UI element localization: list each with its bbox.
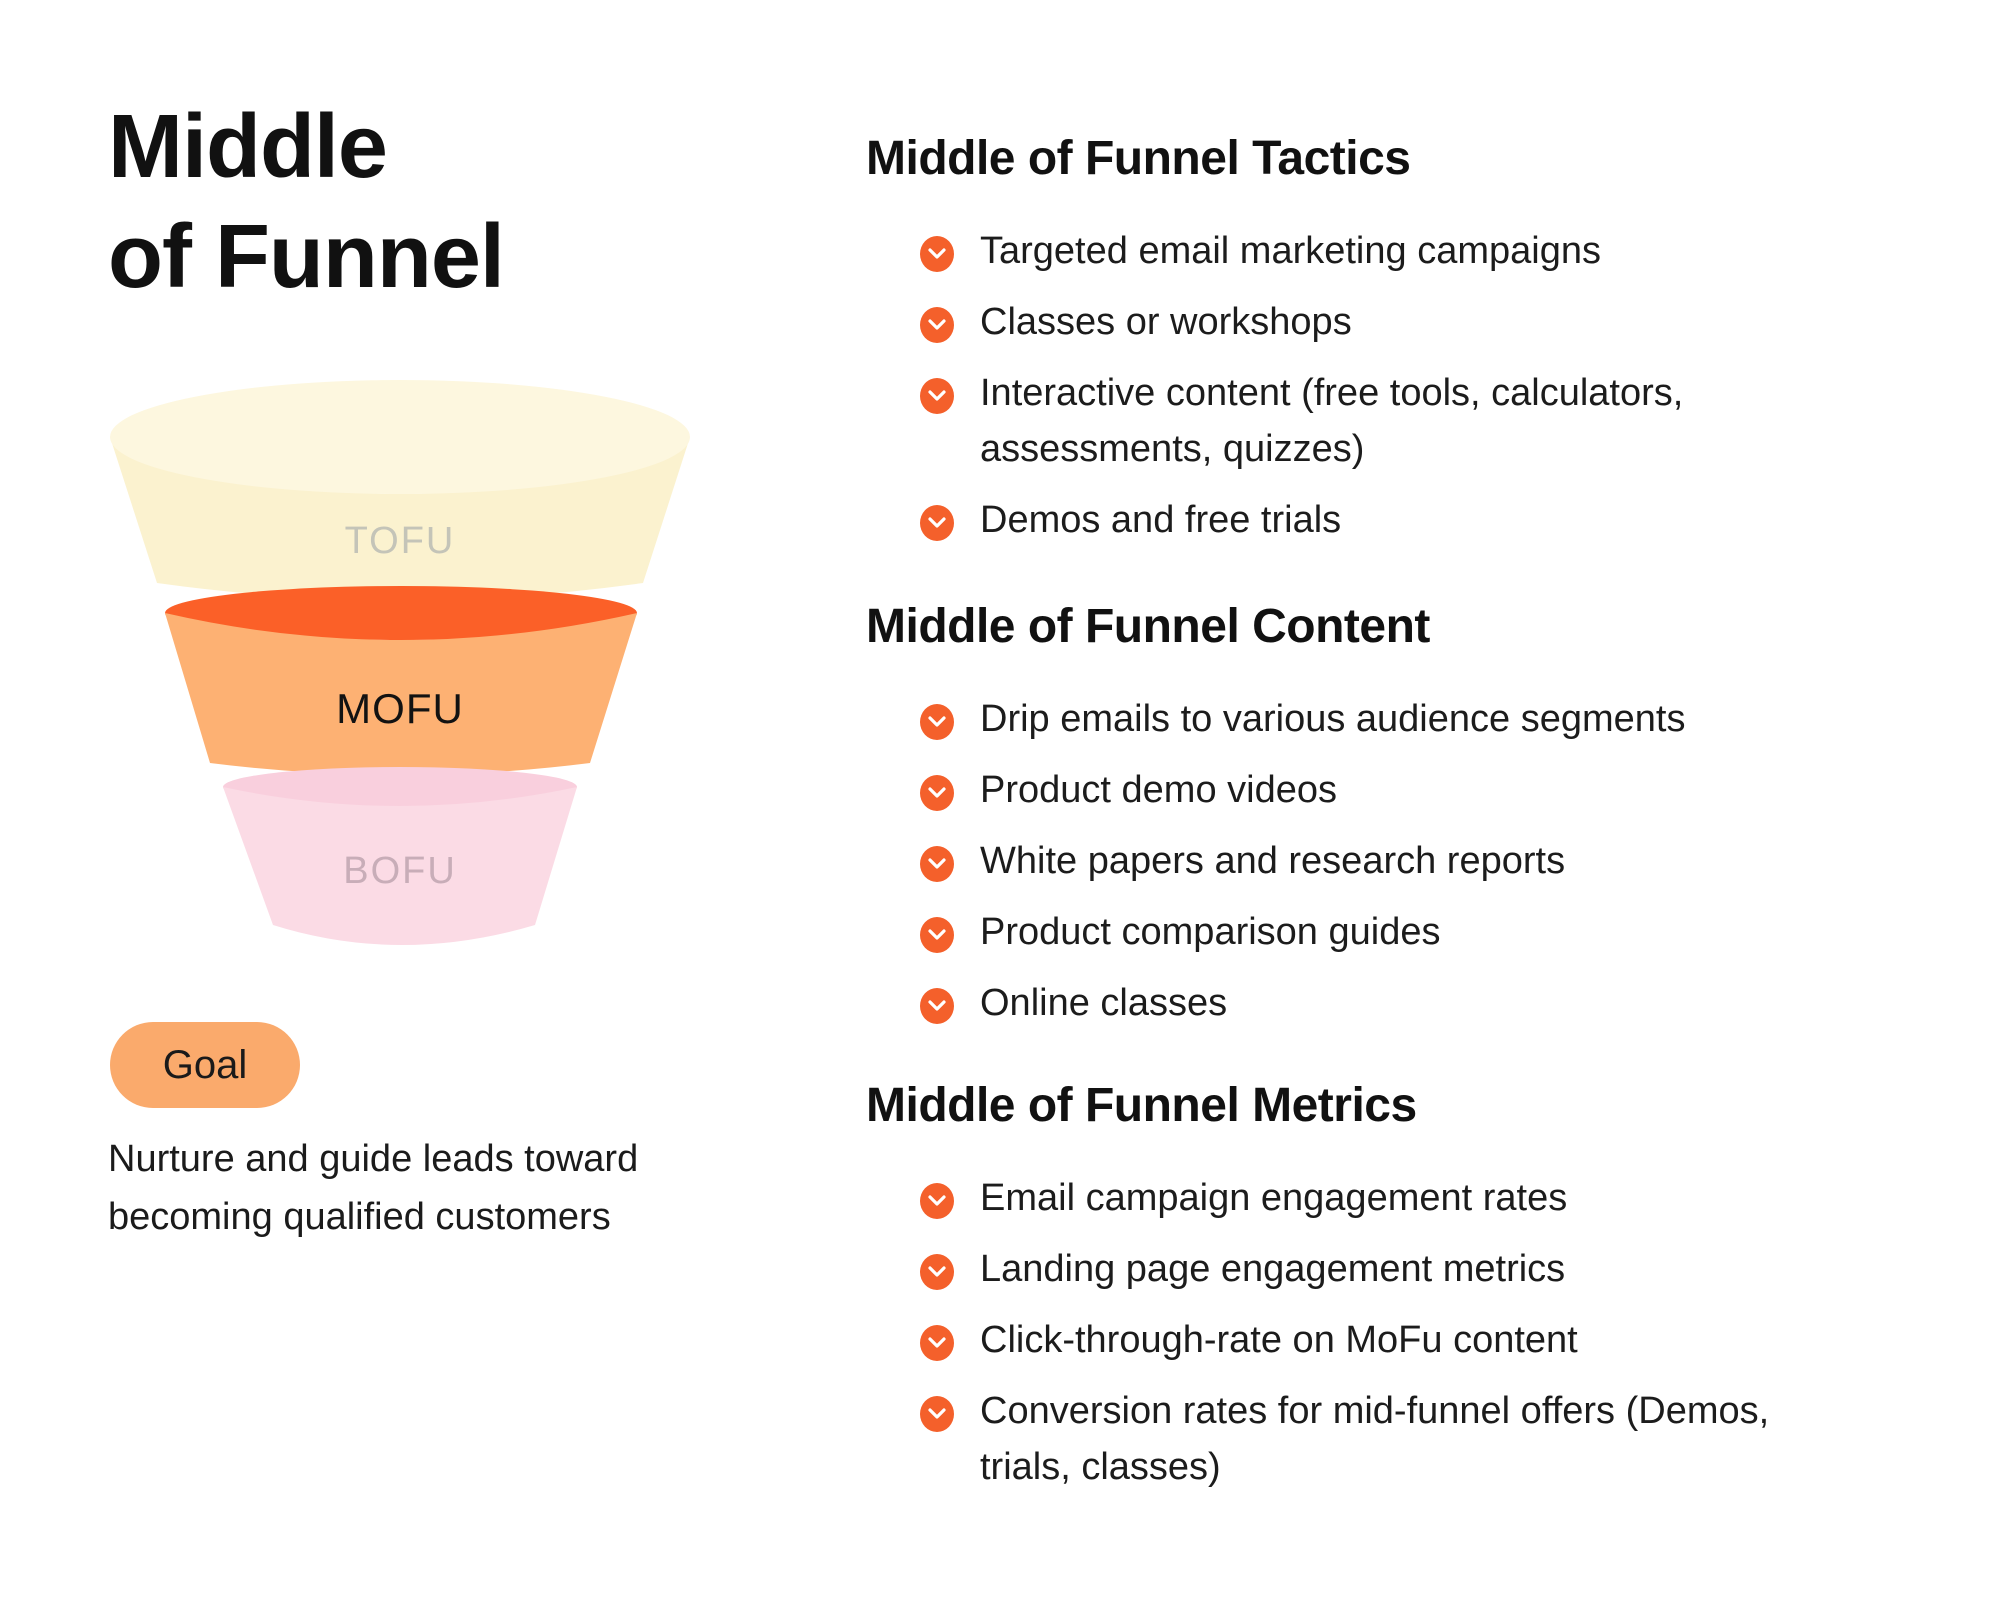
list-item: Classes or workshops [866,294,1846,350]
list-item: Interactive content (free tools, calcula… [866,365,1846,477]
section-heading-content: Middle of Funnel Content [866,600,1430,653]
mofu-body [165,613,637,775]
list-item-text: White papers and research reports [980,840,1566,882]
list-item: Email campaign engagement rates [866,1170,1846,1226]
content-list: Drip emails to various audience segments… [866,691,1846,1031]
goal-description: Nurture and guide leads toward becoming … [108,1138,639,1238]
metrics-list: Email campaign engagement rates Landing … [866,1170,1846,1495]
goal-badge-label: Goal [162,1042,248,1087]
list-item-text: Conversion rates for mid-funnel offers (… [980,1390,1770,1488]
list-item-text: Classes or workshops [980,301,1352,343]
list-item-text: Online classes [980,982,1228,1024]
bofu-rim [223,767,577,807]
mofu-rim [165,586,637,640]
section-content: Middle of Funnel Content Drip emails to … [866,596,1846,1031]
section-tactics: Middle of Funnel Tactics Targeted email … [866,128,1846,548]
details-column: Middle of Funnel Tactics Targeted email … [866,128,1846,1510]
funnel-stage-bofu: BOFU [223,767,577,945]
section-heading-tactics: Middle of Funnel Tactics [866,132,1411,185]
check-icon [920,378,954,414]
check-icon [920,988,954,1024]
check-icon [920,1325,954,1361]
list-item-text: Product comparison guides [980,911,1441,953]
list-item: Product demo videos [866,762,1846,818]
page-title: Middle of Funnel [108,97,505,307]
list-item: Drip emails to various audience segments [866,691,1846,747]
section-metrics: Middle of Funnel Metrics Email campaign … [866,1075,1846,1495]
check-icon [920,775,954,811]
list-item: Product comparison guides [866,904,1846,960]
list-item-text: Drip emails to various audience segments [980,698,1686,740]
funnel-diagram: TOFU MOFU BOFU [100,375,700,955]
list-item-text: Demos and free trials [980,499,1342,541]
funnel-svg: TOFU MOFU BOFU [110,380,690,945]
tofu-body [110,437,690,600]
list-item: Landing page engagement metrics [866,1241,1846,1297]
list-item-text: Email campaign engagement rates [980,1177,1568,1219]
bofu-label: BOFU [343,850,457,892]
check-icon [920,505,954,541]
check-icon [920,236,954,272]
funnel-stage-tofu: TOFU [110,380,690,600]
list-item: Targeted email marketing campaigns [866,223,1846,279]
list-item: Online classes [866,975,1846,1031]
tofu-label: TOFU [345,520,456,562]
list-item: Click-through-rate on MoFu content [866,1312,1846,1368]
check-icon [920,1183,954,1219]
tofu-top-ellipse [110,380,690,494]
funnel-stage-mofu: MOFU [165,586,637,775]
goal-badge: Goal [110,1022,300,1108]
list-item-text: Click-through-rate on MoFu content [980,1319,1578,1361]
check-icon [920,1396,954,1432]
list-item-text: Product demo videos [980,769,1337,811]
check-icon [920,1254,954,1290]
mofu-label: MOFU [336,685,464,732]
tactics-list: Targeted email marketing campaigns Class… [866,223,1846,548]
bofu-body [223,787,577,945]
list-item: Conversion rates for mid-funnel offers (… [866,1383,1846,1495]
list-item-text: Landing page engagement metrics [980,1248,1566,1290]
check-icon [920,307,954,343]
list-item-text: Interactive content (free tools, calcula… [980,372,1684,470]
section-heading-metrics: Middle of Funnel Metrics [866,1079,1417,1132]
list-item: Demos and free trials [866,492,1846,548]
check-icon [920,704,954,740]
list-item: White papers and research reports [866,833,1846,889]
list-item-text: Targeted email marketing campaigns [980,230,1601,272]
check-icon [920,917,954,953]
check-icon [920,846,954,882]
